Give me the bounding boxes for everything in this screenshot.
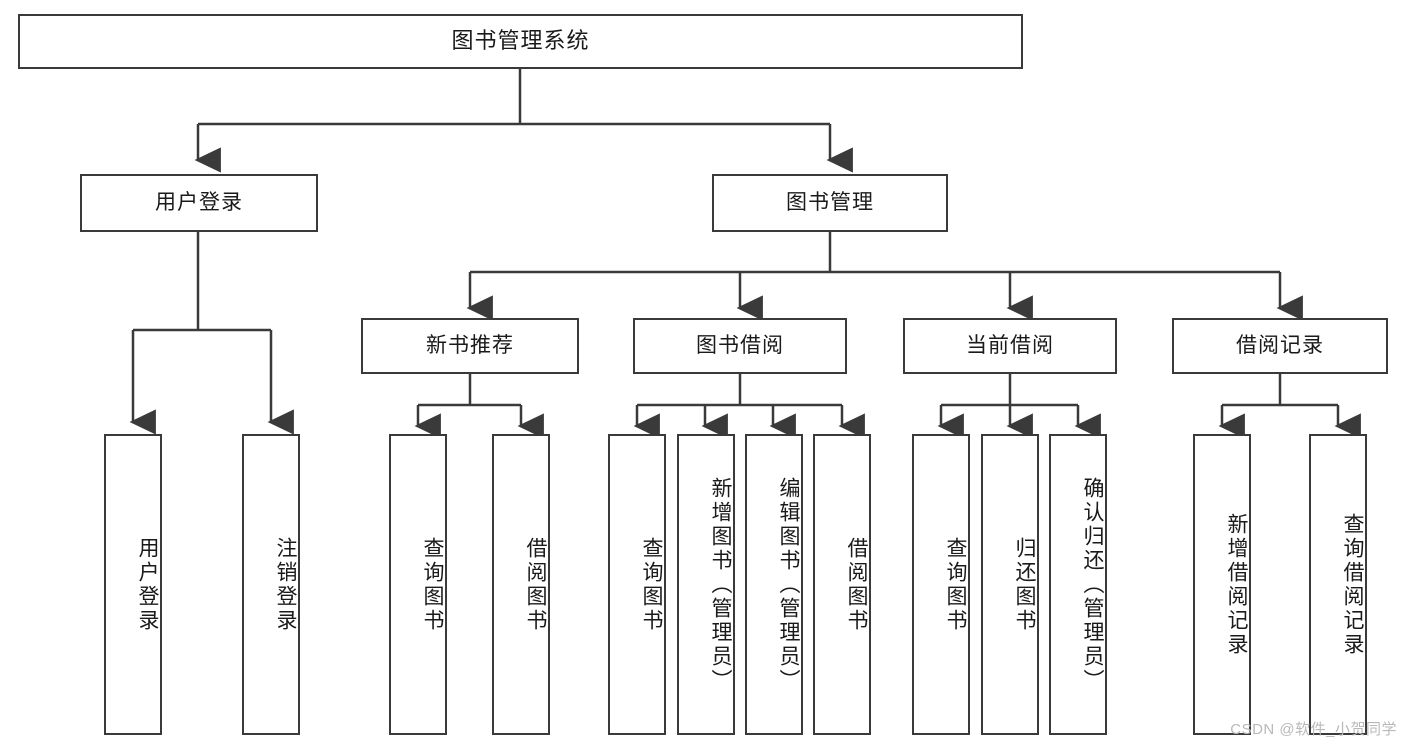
leaf-edit-book-admin[interactable]: 编辑图书（管理员） — [745, 434, 803, 735]
leaf-query-book-borrow[interactable]: 查询图书 — [608, 434, 666, 735]
leaf-borrow-book[interactable]: 借阅图书 — [813, 434, 871, 735]
leaf-borrow-book-recommend[interactable]: 借阅图书 — [492, 434, 550, 735]
leaf-query-book-current[interactable]: 查询图书 — [912, 434, 970, 735]
leaf-query-borrow-record[interactable]: 查询借阅记录 — [1309, 434, 1367, 735]
leaf-add-book-admin[interactable]: 新增图书（管理员） — [677, 434, 735, 735]
node-user-login[interactable]: 用户登录 — [80, 174, 318, 232]
leaf-user-login[interactable]: 用户登录 — [104, 434, 162, 735]
watermark-text: CSDN @软件_小贺同学 — [1230, 721, 1397, 738]
leaf-logout[interactable]: 注销登录 — [242, 434, 300, 735]
leaf-query-book-recommend[interactable]: 查询图书 — [389, 434, 447, 735]
node-borrow-record[interactable]: 借阅记录 — [1172, 318, 1388, 374]
leaf-confirm-return-admin[interactable]: 确认归还（管理员） — [1049, 434, 1107, 735]
node-new-book-recommend[interactable]: 新书推荐 — [361, 318, 579, 374]
leaf-return-book[interactable]: 归还图书 — [981, 434, 1039, 735]
leaf-add-borrow-record[interactable]: 新增借阅记录 — [1193, 434, 1251, 735]
node-book-management[interactable]: 图书管理 — [712, 174, 948, 232]
node-current-borrow[interactable]: 当前借阅 — [903, 318, 1117, 374]
node-book-borrow[interactable]: 图书借阅 — [633, 318, 847, 374]
node-root-system[interactable]: 图书管理系统 — [18, 14, 1023, 69]
